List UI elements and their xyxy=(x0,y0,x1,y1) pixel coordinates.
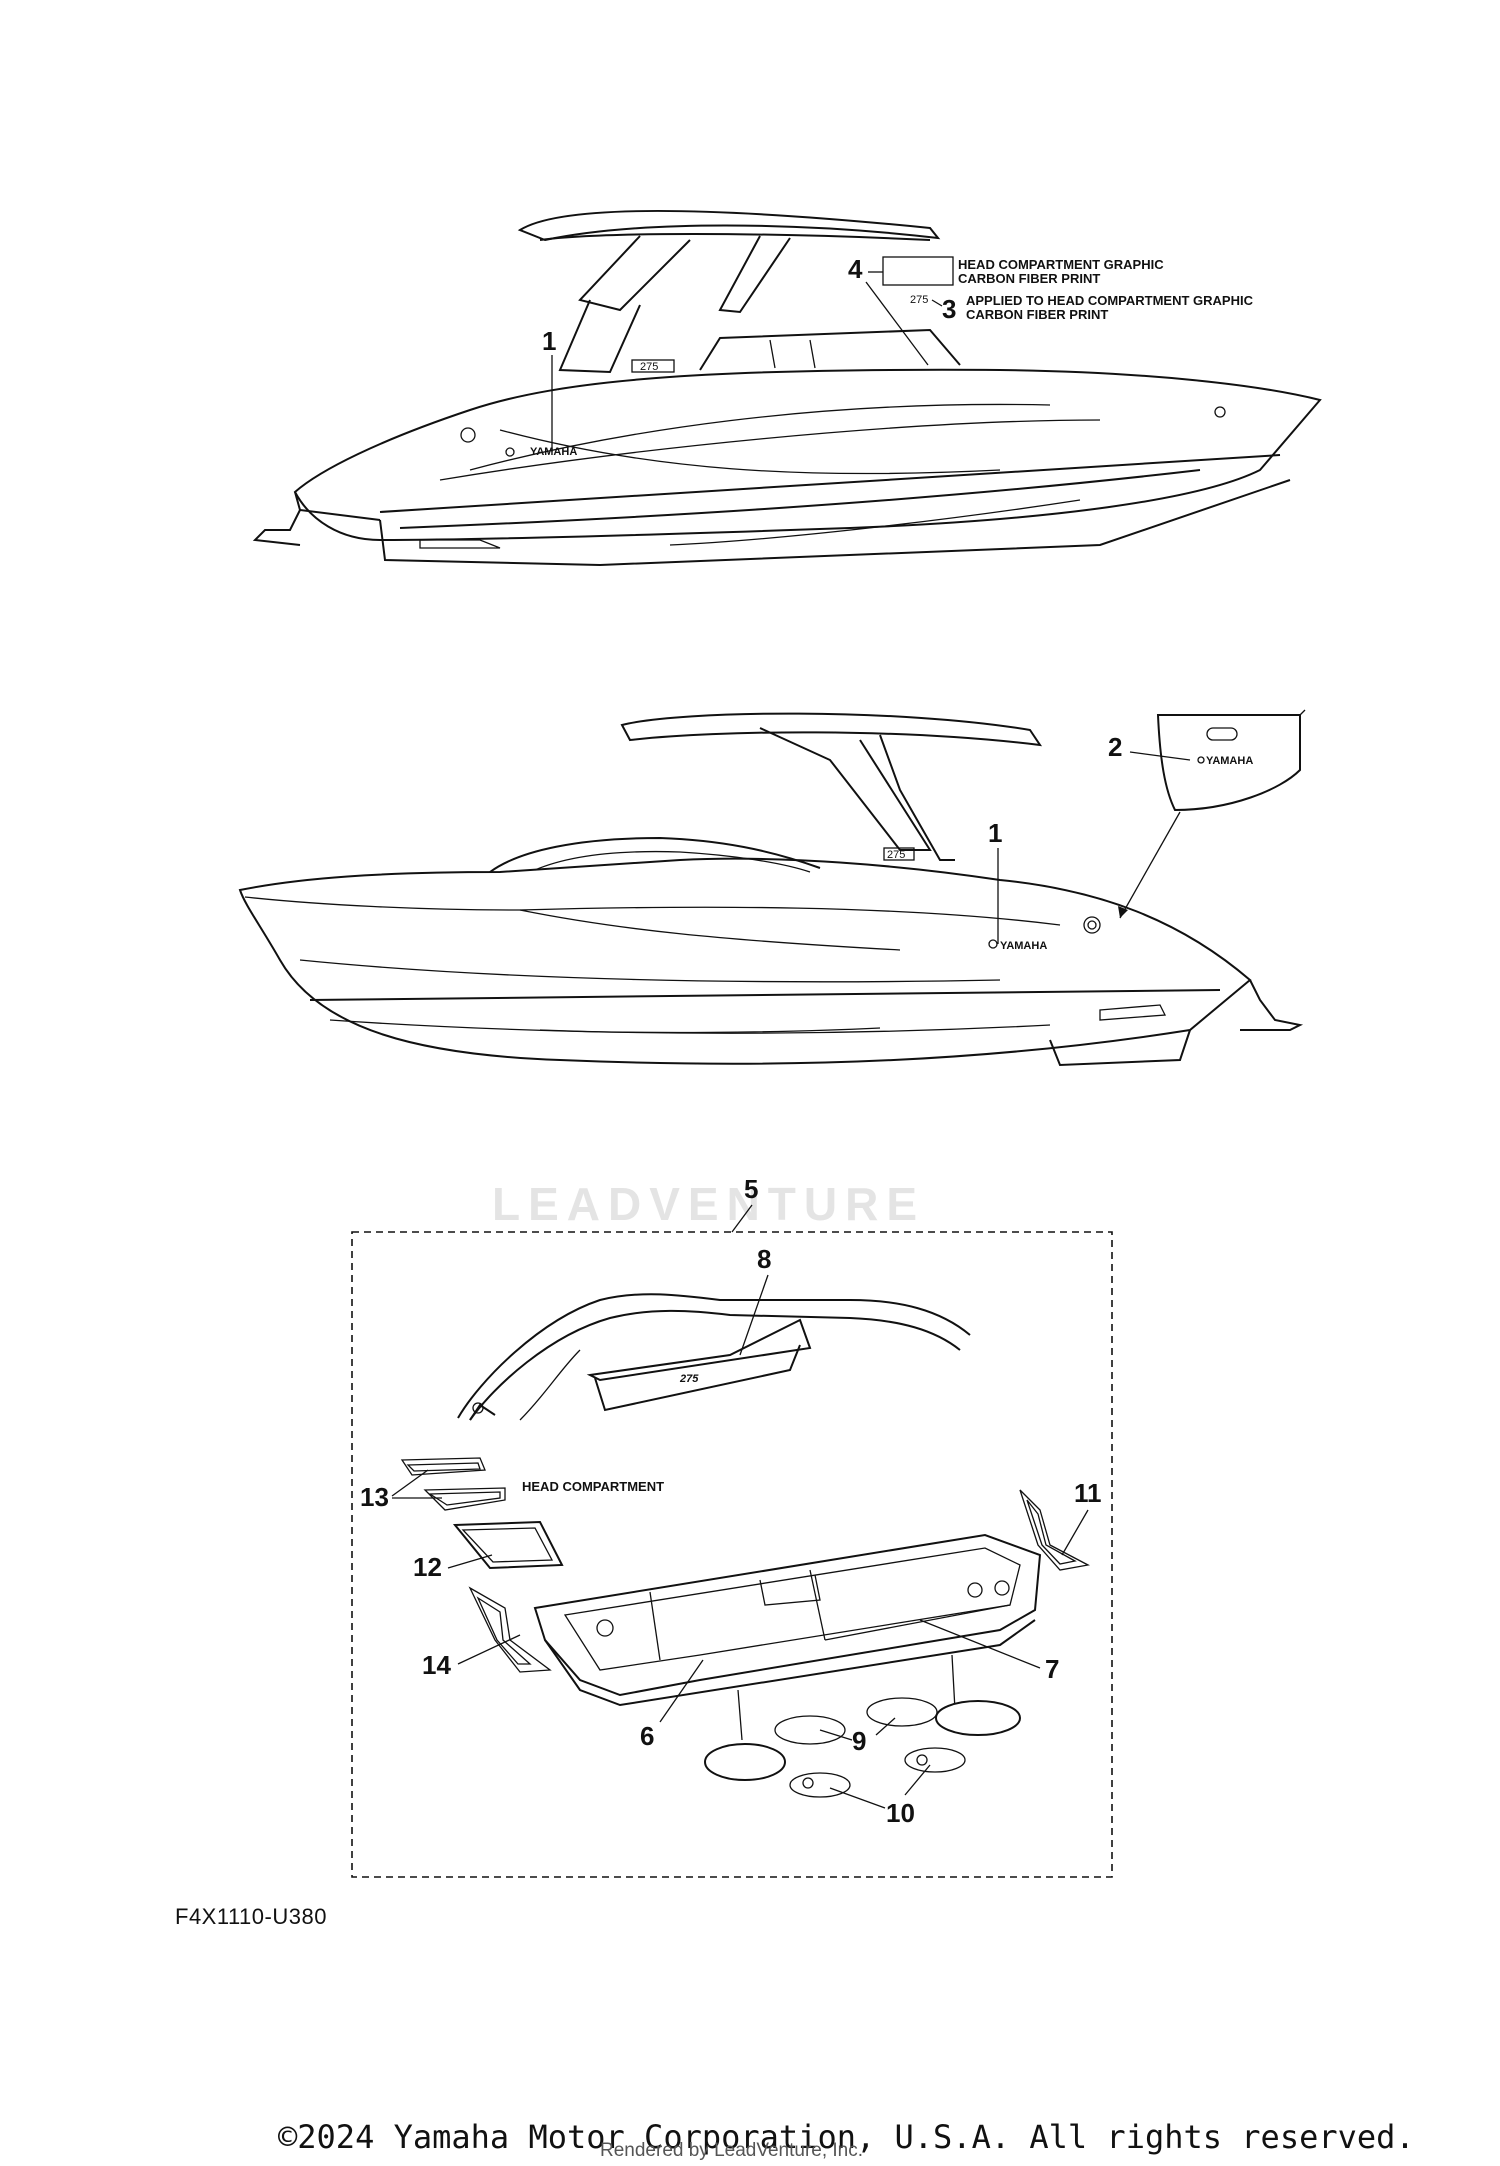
note-c3-line2: CARBON FIBER PRINT xyxy=(966,307,1108,322)
callout-7: 7 xyxy=(1045,1654,1059,1684)
head-compartment-decals xyxy=(400,1457,1090,1673)
boat-top-view: 275 YAMAHA xyxy=(252,210,1322,567)
decal-brand-mid: YAMAHA xyxy=(1000,940,1047,952)
decal-brand-inset: YAMAHA xyxy=(1206,755,1253,767)
note-head-compartment: HEAD COMPARTMENT xyxy=(522,1479,664,1494)
callout-12: 12 xyxy=(413,1552,442,1582)
callout-9: 9 xyxy=(852,1726,866,1756)
decal-model-arch: 275 xyxy=(679,1373,699,1385)
head-compartment-console xyxy=(533,1533,1042,1798)
rendered-by-text: Rendered by LeadVenture, Inc. xyxy=(600,2140,864,2161)
decal-model-mid: 275 xyxy=(887,849,905,861)
callout-8: 8 xyxy=(757,1244,771,1274)
callout-10: 10 xyxy=(886,1798,915,1828)
decal-model-top: 275 xyxy=(640,361,658,373)
callout-4: 4 xyxy=(848,254,863,284)
callout-6: 6 xyxy=(640,1721,654,1751)
decal-2-inset: YAMAHA xyxy=(1118,709,1306,919)
detail-frame xyxy=(351,1231,1113,1878)
note-c3-line1: APPLIED TO HEAD COMPARTMENT GRAPHIC xyxy=(966,293,1254,308)
callout-3-sample: 275 xyxy=(910,294,928,306)
diagram-code: F4X1110-U380 xyxy=(175,1904,327,1929)
watermark-text: LEADVENTURE xyxy=(492,1178,926,1230)
tower-arch-detail: 275 xyxy=(457,1293,971,1421)
callout-3: 3 xyxy=(942,294,956,324)
decal-brand-top: YAMAHA xyxy=(530,446,577,458)
copyright-text: ©2024 Yamaha Motor Corporation, U.S.A. A… xyxy=(278,2118,1415,2156)
note-c4-line1: HEAD COMPARTMENT GRAPHIC xyxy=(958,257,1164,272)
note-c4-line2: CARBON FIBER PRINT xyxy=(958,271,1100,286)
callout-1-top: 1 xyxy=(542,326,556,356)
callout-11: 11 xyxy=(1074,1478,1102,1508)
callout-1-mid: 1 xyxy=(988,818,1002,848)
callout-13: 13 xyxy=(360,1482,389,1512)
callout-14: 14 xyxy=(422,1650,451,1680)
boat-middle-view: 275 YAMAHA xyxy=(238,712,1304,1067)
callout-2: 2 xyxy=(1108,732,1122,762)
callout-5: 5 xyxy=(744,1174,758,1204)
